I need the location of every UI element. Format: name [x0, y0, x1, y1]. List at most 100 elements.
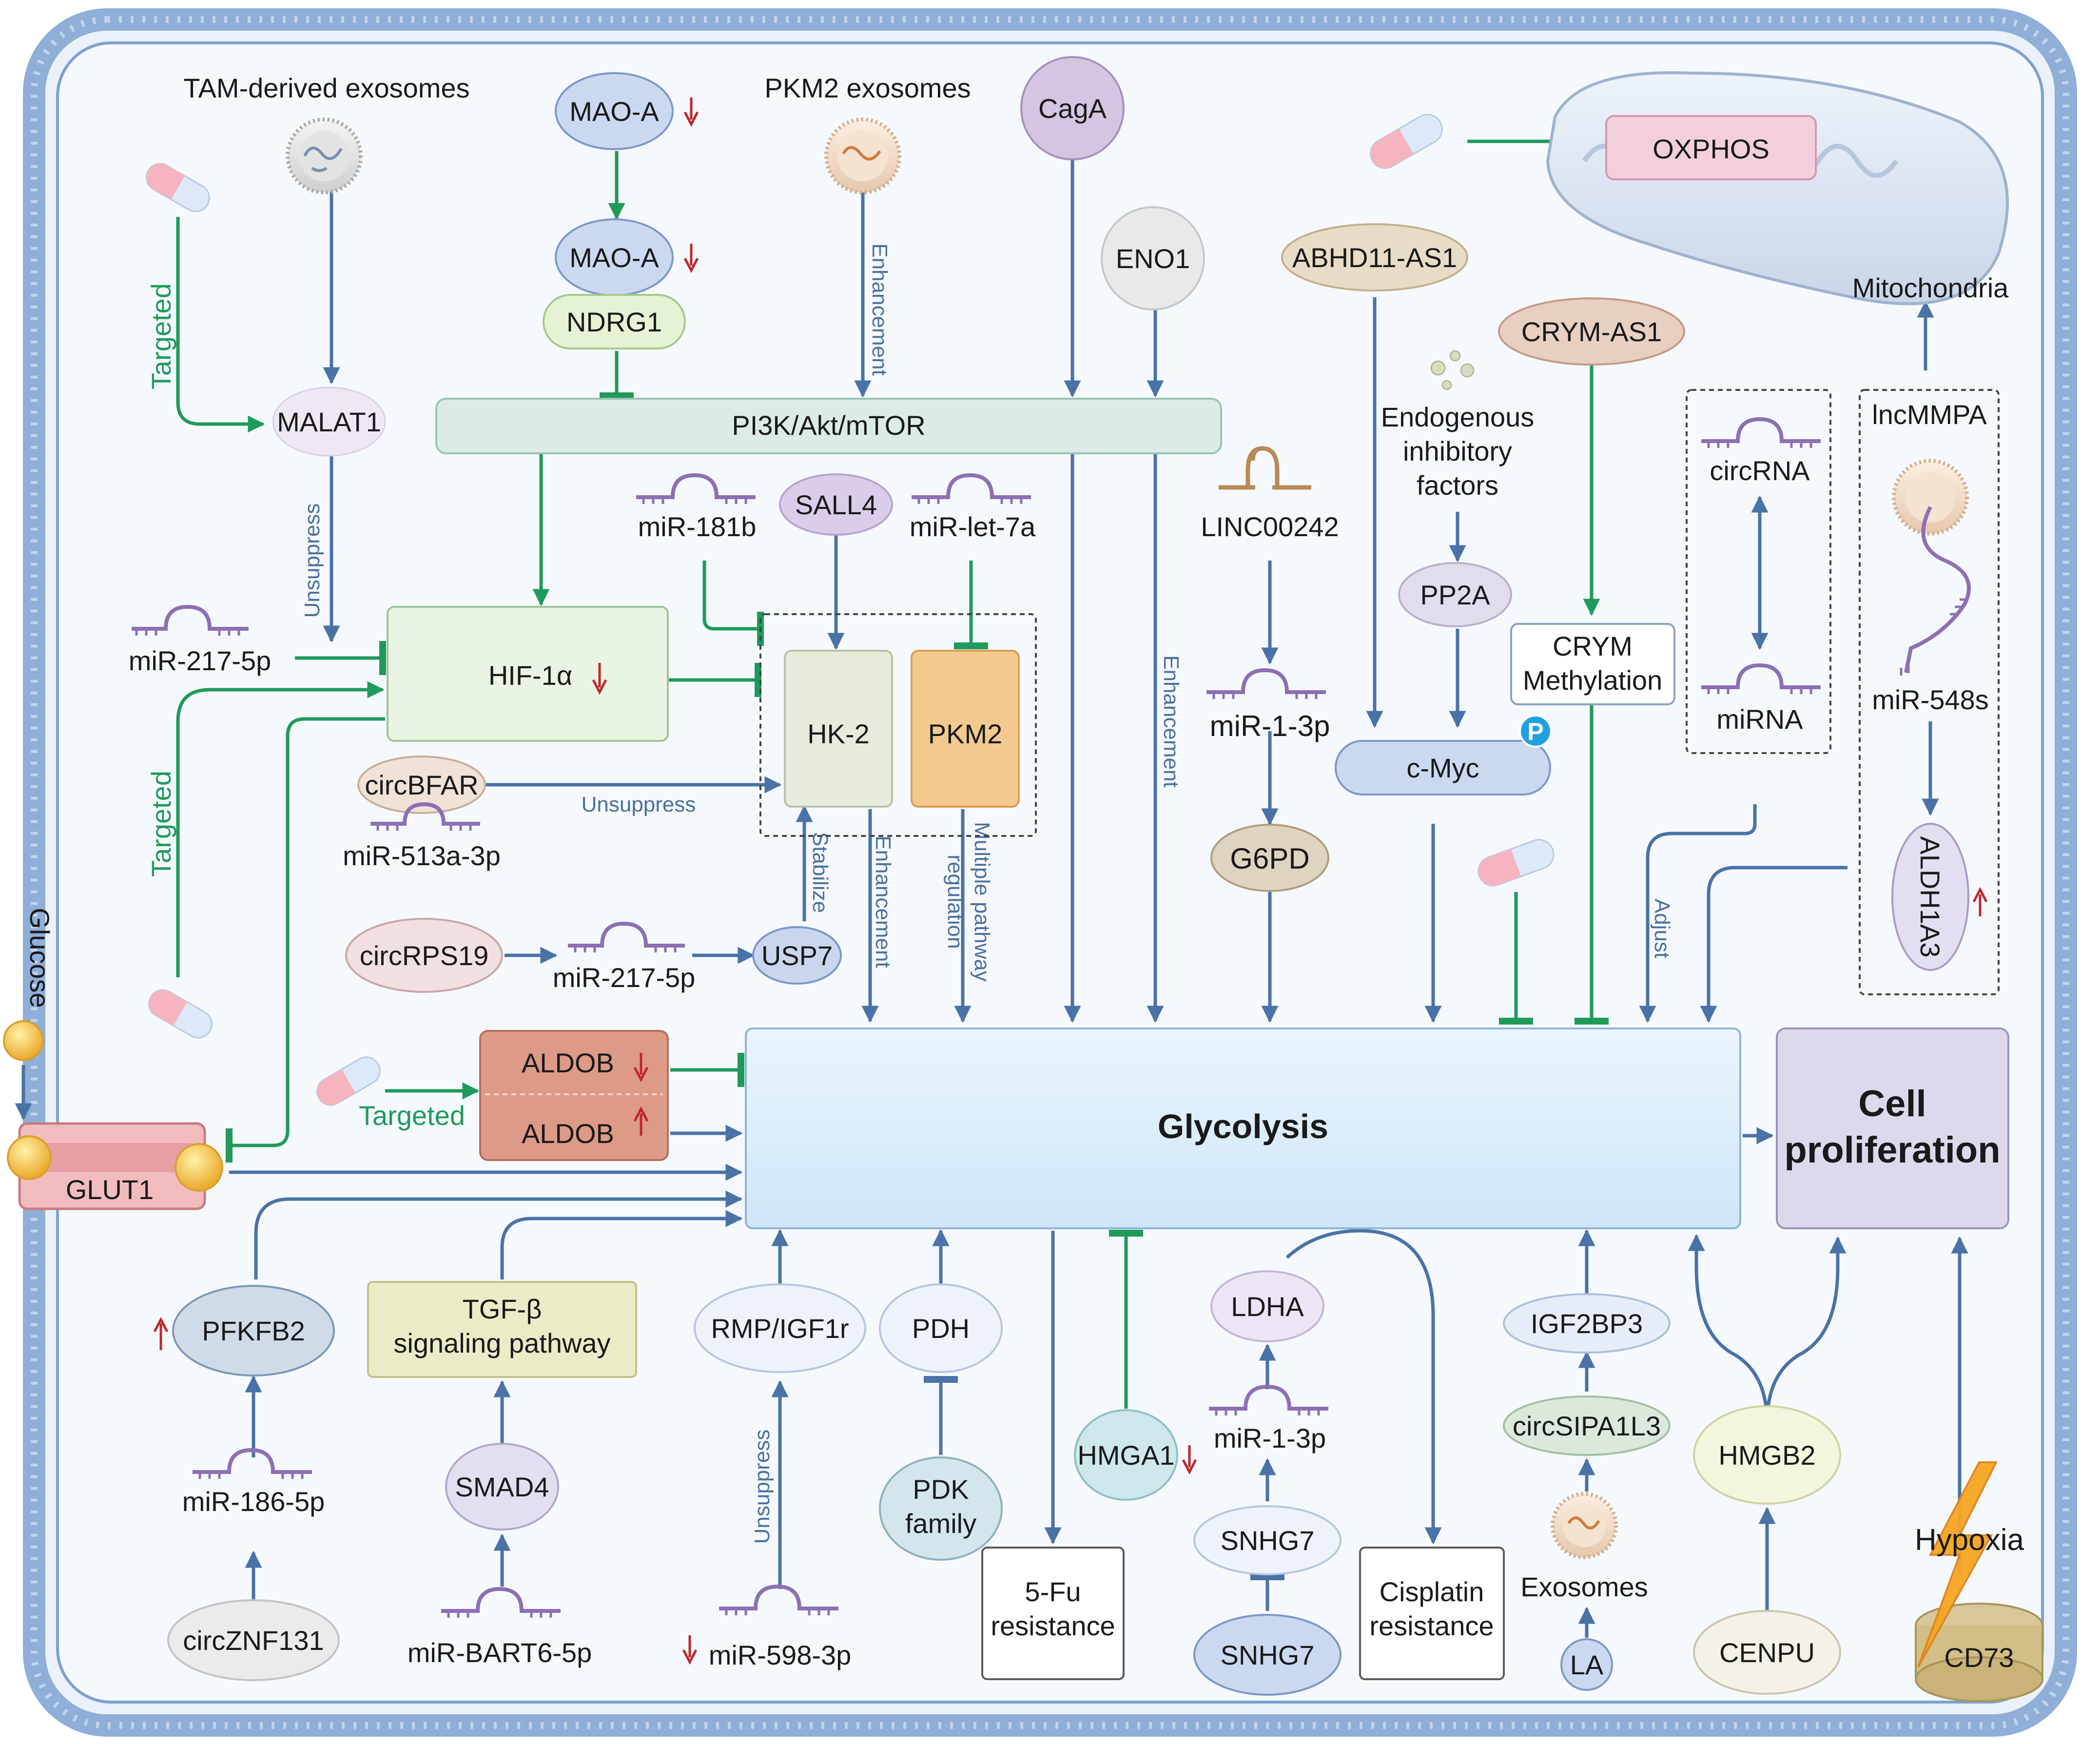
label-adjust: Adjust [1650, 899, 1674, 958]
endogenous-label-1: Endogenous [1381, 402, 1535, 432]
family-label: family [905, 1508, 976, 1539]
mir-598-3p-node: miR-598-3p [682, 1584, 851, 1670]
snhg7-node-1: SNHG7 [1193, 1505, 1342, 1575]
igf2bp3-node: IGF2BP3 [1503, 1293, 1671, 1354]
label-enhancement-1: Enhancement [868, 243, 892, 376]
mir-1-3p-node: miR-1-3p [1206, 668, 1330, 742]
connector-arrows [15, 124, 1968, 1638]
g6pd-label: G6PD [1230, 842, 1309, 875]
down-arrow-icon [633, 1053, 649, 1083]
exosomes-label: Exosomes [1520, 1571, 1648, 1602]
mirna-hairpin-icon [370, 802, 480, 826]
mirna-node: miRNA [1701, 663, 1821, 735]
aldob-1-label: ALDOB [522, 1047, 614, 1078]
mirna-hairpin-icon [1206, 668, 1326, 694]
cenpu-label: CENPU [1719, 1637, 1815, 1668]
pkm2-label: PKM2 [928, 718, 1003, 749]
la-label: LA [1570, 1649, 1604, 1680]
mirna-hairpin-icon [441, 1587, 561, 1613]
malat1-label: MALAT1 [277, 407, 381, 437]
mao-a-node-2: MAO-A [555, 218, 674, 296]
eno1-label: ENO1 [1116, 243, 1190, 274]
down-arrow-icon [683, 97, 699, 127]
exosome-icon [286, 117, 363, 194]
pi3k-label: PI3K/Akt/mTOR [732, 410, 925, 441]
cisplatin-label: Cisplatin [1380, 1576, 1484, 1607]
mirna-label: miRNA [1716, 704, 1803, 735]
mir-217-5p-node-a: miR-217-5p [129, 604, 272, 676]
linc00242-label: LINC00242 [1201, 511, 1339, 542]
mir-1-3p-2-label: miR-1-3p [1214, 1423, 1326, 1453]
mirna-hairpin-icon [1209, 1384, 1328, 1411]
abhd11-as1-label: ABHD11-AS1 [1292, 242, 1457, 273]
c-myc-node: c-Myc P [1335, 715, 1552, 795]
caga-label: CagA [1038, 93, 1107, 124]
label-unsuppress-1: Unsuppress [300, 504, 324, 618]
abhd11-as1-node: ABHD11-AS1 [1281, 223, 1468, 291]
smad4-node: SMAD4 [445, 1443, 559, 1531]
hif-1a-label: HIF-1α [488, 660, 572, 691]
up-arrow-icon [633, 1106, 649, 1136]
signaling-pathway-label: signaling pathway [393, 1328, 610, 1358]
mao-a-node-1: MAO-A [555, 72, 674, 150]
mirna-hairpin-icon [193, 1448, 312, 1474]
5-fu-resistance-box: 5-Fu resistance [981, 1547, 1125, 1680]
hmga1-node: HMGA1 [1074, 1409, 1197, 1501]
capsule-drug-icon [146, 163, 210, 213]
circznf131-label: circZNF131 [183, 1625, 324, 1656]
label-targeted-1: Targeted [146, 283, 176, 389]
circrps19-label: circRPS19 [360, 940, 489, 971]
capsule-drug-icon [1478, 839, 1555, 887]
circrna-node: circRNA [1701, 417, 1821, 486]
pfkfb2-node: PFKFB2 [172, 1285, 335, 1376]
label-targeted-2: Targeted [146, 771, 176, 877]
rmp-igf1r-label: RMP/IGF1r [711, 1313, 849, 1344]
up-arrow-icon [153, 1317, 169, 1350]
hmga1-label: HMGA1 [1077, 1440, 1174, 1471]
label-multiple-2: regulation [943, 854, 967, 949]
label-tam-exosomes: TAM-derived exosomes [183, 73, 469, 103]
exosome-icon [824, 117, 901, 194]
hk-2-box: HK-2 [784, 650, 893, 808]
mir-181b-node: miR-181b [636, 473, 756, 542]
mir-217-5p-a-label: miR-217-5p [129, 645, 272, 676]
mir-513a-3p-label: miR-513a-3p [343, 840, 501, 871]
mir-let-7a-node: miR-let-7a [910, 473, 1036, 542]
hif-1a-box: HIF-1α [387, 606, 669, 742]
aldh1a3-label: ALDH1A3 [1915, 836, 1945, 957]
down-arrow-icon [592, 663, 607, 695]
label-multiple-1: Multiple pathway [970, 822, 994, 982]
cell-proliferation-box: Cell proliferation [1776, 1027, 2009, 1229]
pdh-label: PDH [912, 1313, 970, 1344]
arrow-annotations: Targeted Unsuppress Targeted Enhancement… [146, 243, 1674, 1544]
mao-a-1-label: MAO-A [569, 96, 659, 127]
circznf131-node: circZNF131 [167, 1599, 340, 1681]
mirna-hairpin-icon [1701, 417, 1821, 443]
glucose-dot-icon [3, 1020, 44, 1061]
mirna-hairpin-icon [132, 604, 249, 631]
endogenous-label-2: inhibitory [1403, 436, 1512, 466]
endogenous-label-3: factors [1417, 470, 1498, 501]
igf2bp3-label: IGF2BP3 [1531, 1308, 1643, 1339]
down-arrow-icon [1182, 1445, 1197, 1475]
lncmmpa-label: lncMMPA [1872, 399, 1987, 430]
capsule-drug-icon [1370, 114, 1443, 169]
label-pkm2-exosomes: PKM2 exosomes [764, 73, 971, 103]
proliferation-label: proliferation [1784, 1129, 2000, 1171]
tgf-beta-box: TGF-β signaling pathway [367, 1281, 637, 1378]
snhg7-2-label: SNHG7 [1221, 1640, 1315, 1670]
mir-186-5p-node: miR-186-5p [182, 1448, 325, 1517]
ndrg1-node: NDRG1 [543, 294, 686, 349]
tgf-beta-label: TGF-β [463, 1294, 542, 1324]
circsipa1l3-node: circSIPA1L3 [1503, 1395, 1671, 1456]
ndrg1-label: NDRG1 [566, 307, 662, 337]
5-fu-resistance-label: resistance [991, 1610, 1115, 1641]
pkm2-box: PKM2 [911, 650, 1020, 808]
mirna-hairpin-icon [568, 921, 685, 948]
mirna-hairpin-icon [1701, 663, 1821, 689]
hmgb2-node: HMGB2 [1693, 1405, 1841, 1505]
glycolysis-label: Glycolysis [1158, 1107, 1328, 1145]
pp2a-label: PP2A [1420, 580, 1490, 610]
label-stabilize: Stabilize [808, 832, 832, 913]
cisplatin-resistance-label: resistance [1369, 1610, 1494, 1641]
